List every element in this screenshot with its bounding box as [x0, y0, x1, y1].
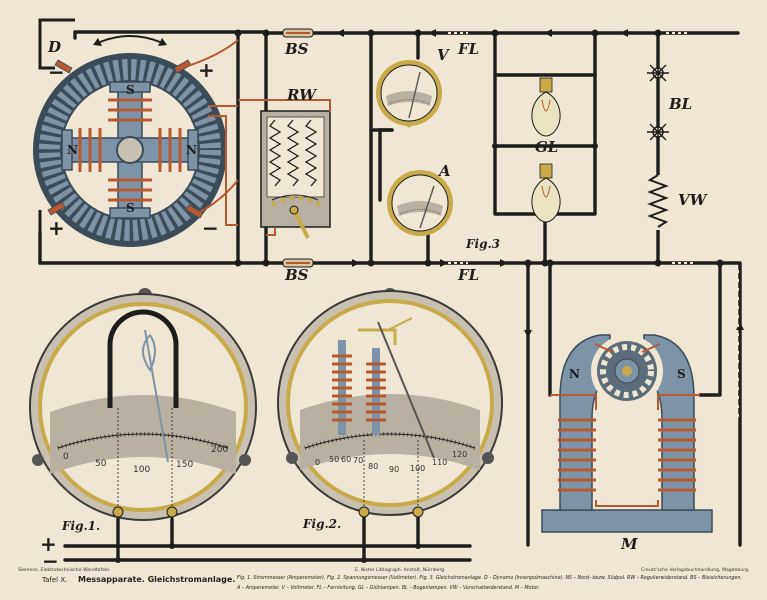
- fig3-label: Fig.3: [466, 237, 500, 251]
- line-top-label: FL: [458, 40, 480, 58]
- series-resistor-label: VW: [678, 191, 707, 209]
- motor: [541, 334, 713, 533]
- fuse-bottom-label: BS: [285, 266, 309, 284]
- voltmeter-tick-110: 110: [432, 458, 448, 467]
- bottom-plus-sign: +: [40, 532, 57, 556]
- voltmeter-fig2: [277, 288, 503, 518]
- motor-pole-right: S: [677, 367, 686, 381]
- dynamo-minus-br: −: [202, 216, 219, 240]
- fuse-bottom: [282, 258, 314, 268]
- series-resistor: [647, 174, 669, 230]
- printer-center: E. Nister Lithograph. Anstalt, Nürnberg: [355, 568, 445, 573]
- voltmeter-tick-60: 60: [341, 455, 352, 464]
- fig1-label: Fig.1.: [62, 519, 101, 533]
- fl-breaks: [448, 32, 739, 420]
- ammeter-tick-200: 200: [211, 445, 229, 455]
- voltmeter-tick-70: 70: [353, 456, 364, 465]
- publisher-left: Siemens, Elektrotechnische Wandtafeln.: [18, 568, 111, 573]
- dynamo-pole-top: S: [126, 83, 135, 97]
- current-arrows: [336, 29, 744, 338]
- glow-lamps-label: GL: [535, 138, 559, 156]
- dynamo-pole-bottom: S: [126, 201, 135, 215]
- plate-title: Messapparate. Gleichstromanlage.: [78, 575, 236, 584]
- legend-line-2: A – Amperemeter. V – Voltmeter. FL – Fer…: [237, 586, 540, 591]
- ammeter-tick-100: 100: [133, 465, 151, 475]
- motor-pole-left: N: [569, 367, 580, 381]
- bottom-minus-sign: −: [42, 549, 59, 573]
- dynamo-pole-left: N: [67, 143, 78, 157]
- line-bottom-label: FL: [458, 266, 480, 284]
- ammeter-tick-50: 50: [95, 459, 107, 469]
- dynamo-plus-tr: +: [198, 58, 215, 82]
- voltmeter-tick-0: 0: [315, 458, 321, 467]
- legend-line-1: Fig. 1. Strommesser (Amperemeter). Fig. …: [237, 576, 742, 581]
- regulator-label: RW: [287, 86, 316, 104]
- fuse-top-label: BS: [285, 40, 309, 58]
- ammeter-small: [387, 170, 453, 236]
- voltmeter-tick-80: 80: [368, 462, 379, 471]
- voltmeter-label: V: [437, 46, 449, 64]
- dynamo-pole-right: N: [186, 143, 197, 157]
- dynamo-minus-tl: −: [48, 60, 65, 84]
- voltmeter-tick-100: 100: [410, 464, 426, 473]
- ammeter-tick-150: 150: [176, 460, 194, 470]
- glow-lamp-upper: [531, 77, 561, 137]
- motor-label: M: [621, 535, 638, 553]
- ammeter-label: A: [439, 162, 451, 180]
- voltmeter-tick-50: 50: [329, 455, 340, 464]
- junction-dots: [115, 29, 724, 563]
- publisher-right: Creutz'sche Verlagsbuchhandlung, Magdebu…: [641, 568, 750, 573]
- main-wiring: [38, 30, 742, 562]
- dynamo-label: D: [48, 38, 62, 56]
- fuse-top: [282, 28, 314, 38]
- voltmeter-tick-120: 120: [452, 450, 468, 459]
- dynamo-plus-bl: +: [48, 216, 65, 240]
- arc-lamps-label: BL: [669, 95, 693, 113]
- arc-lamps: [647, 62, 669, 143]
- regulator: [238, 99, 331, 239]
- ammeter-tick-0: 0: [63, 452, 69, 462]
- voltmeter-tick-90: 90: [389, 465, 400, 474]
- voltmeter-small: [376, 60, 442, 128]
- glow-lamp-lower: [531, 163, 561, 223]
- fig2-label: Fig.2.: [303, 517, 342, 531]
- plate-number: Tafel X.: [42, 576, 68, 584]
- dynamo: [33, 18, 239, 247]
- ammeter-fig1: [29, 288, 257, 521]
